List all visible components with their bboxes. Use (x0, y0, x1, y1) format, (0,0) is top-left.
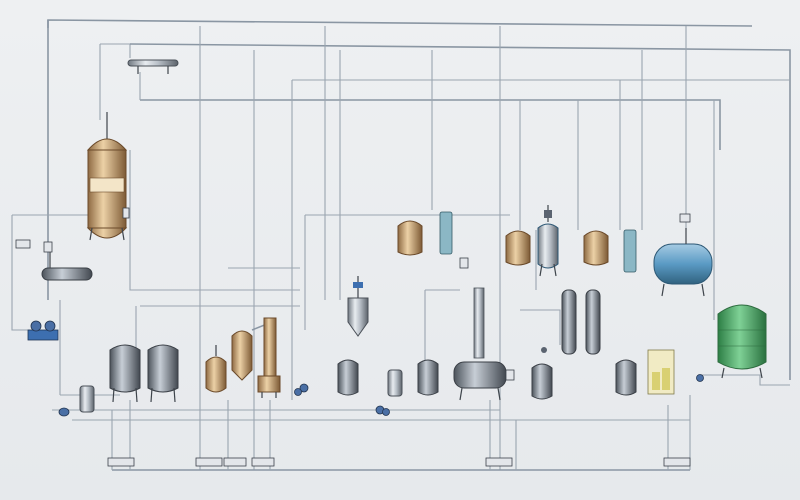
condenser-1 (439, 211, 453, 255)
storage-tank-1 (109, 344, 141, 403)
dosing-unit (647, 349, 675, 395)
resin-column-1 (561, 289, 577, 355)
condenser-2 (623, 229, 637, 273)
distillation-still (453, 257, 515, 401)
vacuum-receiver (653, 213, 713, 297)
filter-1 (58, 385, 95, 417)
receiver-tank-1 (299, 359, 359, 396)
drain-valve-cluster-3 (485, 457, 513, 467)
high-tank-3 (583, 230, 609, 266)
storage-tank-2 (147, 344, 179, 403)
drain-valve-cluster-1 (107, 457, 135, 467)
collection-tank-2 (615, 359, 637, 396)
reactor (537, 205, 559, 277)
horizontal-buffer-tank (15, 239, 93, 281)
condensate-tank-1 (417, 359, 439, 396)
pump-group (294, 374, 704, 416)
steam-header (127, 59, 179, 74)
high-tank-1 (397, 220, 423, 256)
drain-valve-cluster-2 (195, 457, 275, 467)
drain-valve-cluster-4 (663, 457, 691, 467)
resin-column-2 (585, 289, 601, 355)
concentrator (231, 317, 281, 398)
high-tank-2 (505, 230, 531, 266)
air-compressor (27, 320, 59, 341)
evaporator-feed-tank (205, 345, 227, 393)
extraction-column (86, 112, 130, 241)
piping-network (11, 19, 791, 471)
cooling-tower (717, 304, 767, 379)
collection-tank-1 (531, 347, 553, 400)
mixing-tank (347, 276, 369, 337)
filter-2 (375, 369, 403, 415)
